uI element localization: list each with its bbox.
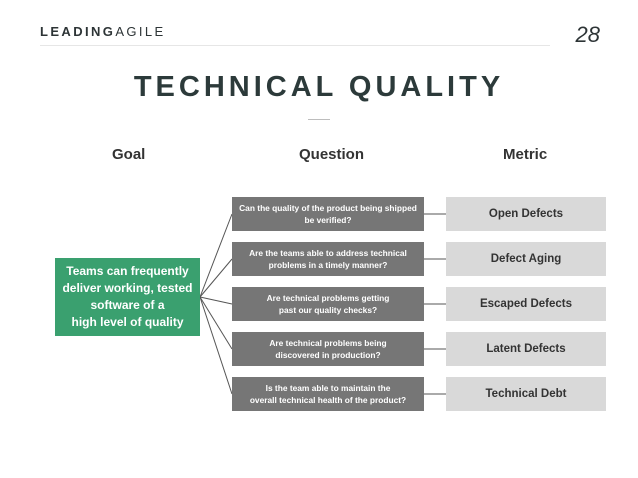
metric-box-1: Open Defects: [446, 197, 606, 231]
question-column-heading: Question: [299, 146, 365, 163]
question-box-2: Are the teams able to address technical …: [232, 242, 424, 276]
brand-bold-text: LEADING: [40, 24, 116, 39]
goal-column-heading: Goal: [112, 146, 146, 163]
page-number: 28: [575, 22, 600, 47]
slide-title: TECHNICAL QUALITY: [133, 71, 505, 103]
leadingagile-logo: LEADINGAGILE: [40, 24, 166, 39]
title-divider: [308, 119, 330, 120]
header-divider: [40, 45, 550, 46]
question-box-3: Are technical problems getting past our …: [232, 287, 424, 321]
goal-box: Teams can frequently deliver working, te…: [55, 258, 200, 336]
connector-line-3: [199, 296, 233, 305]
metric-box-2: Defect Aging: [446, 242, 606, 276]
question-box-1: Can the quality of the product being shi…: [232, 197, 424, 231]
connector-line-2: [199, 258, 233, 298]
connector-line-5: [199, 296, 233, 395]
brand-light-text: AGILE: [115, 24, 166, 39]
connector-line-1: [199, 213, 233, 298]
metric-box-3: Escaped Defects: [446, 287, 606, 321]
metric-box-4: Latent Defects: [446, 332, 606, 366]
connector-line-4: [199, 296, 233, 350]
metric-column-heading: Metric: [503, 146, 548, 163]
question-box-4: Are technical problems being discovered …: [232, 332, 424, 366]
metric-box-5: Technical Debt: [446, 377, 606, 411]
question-box-5: Is the team able to maintain the overall…: [232, 377, 424, 411]
